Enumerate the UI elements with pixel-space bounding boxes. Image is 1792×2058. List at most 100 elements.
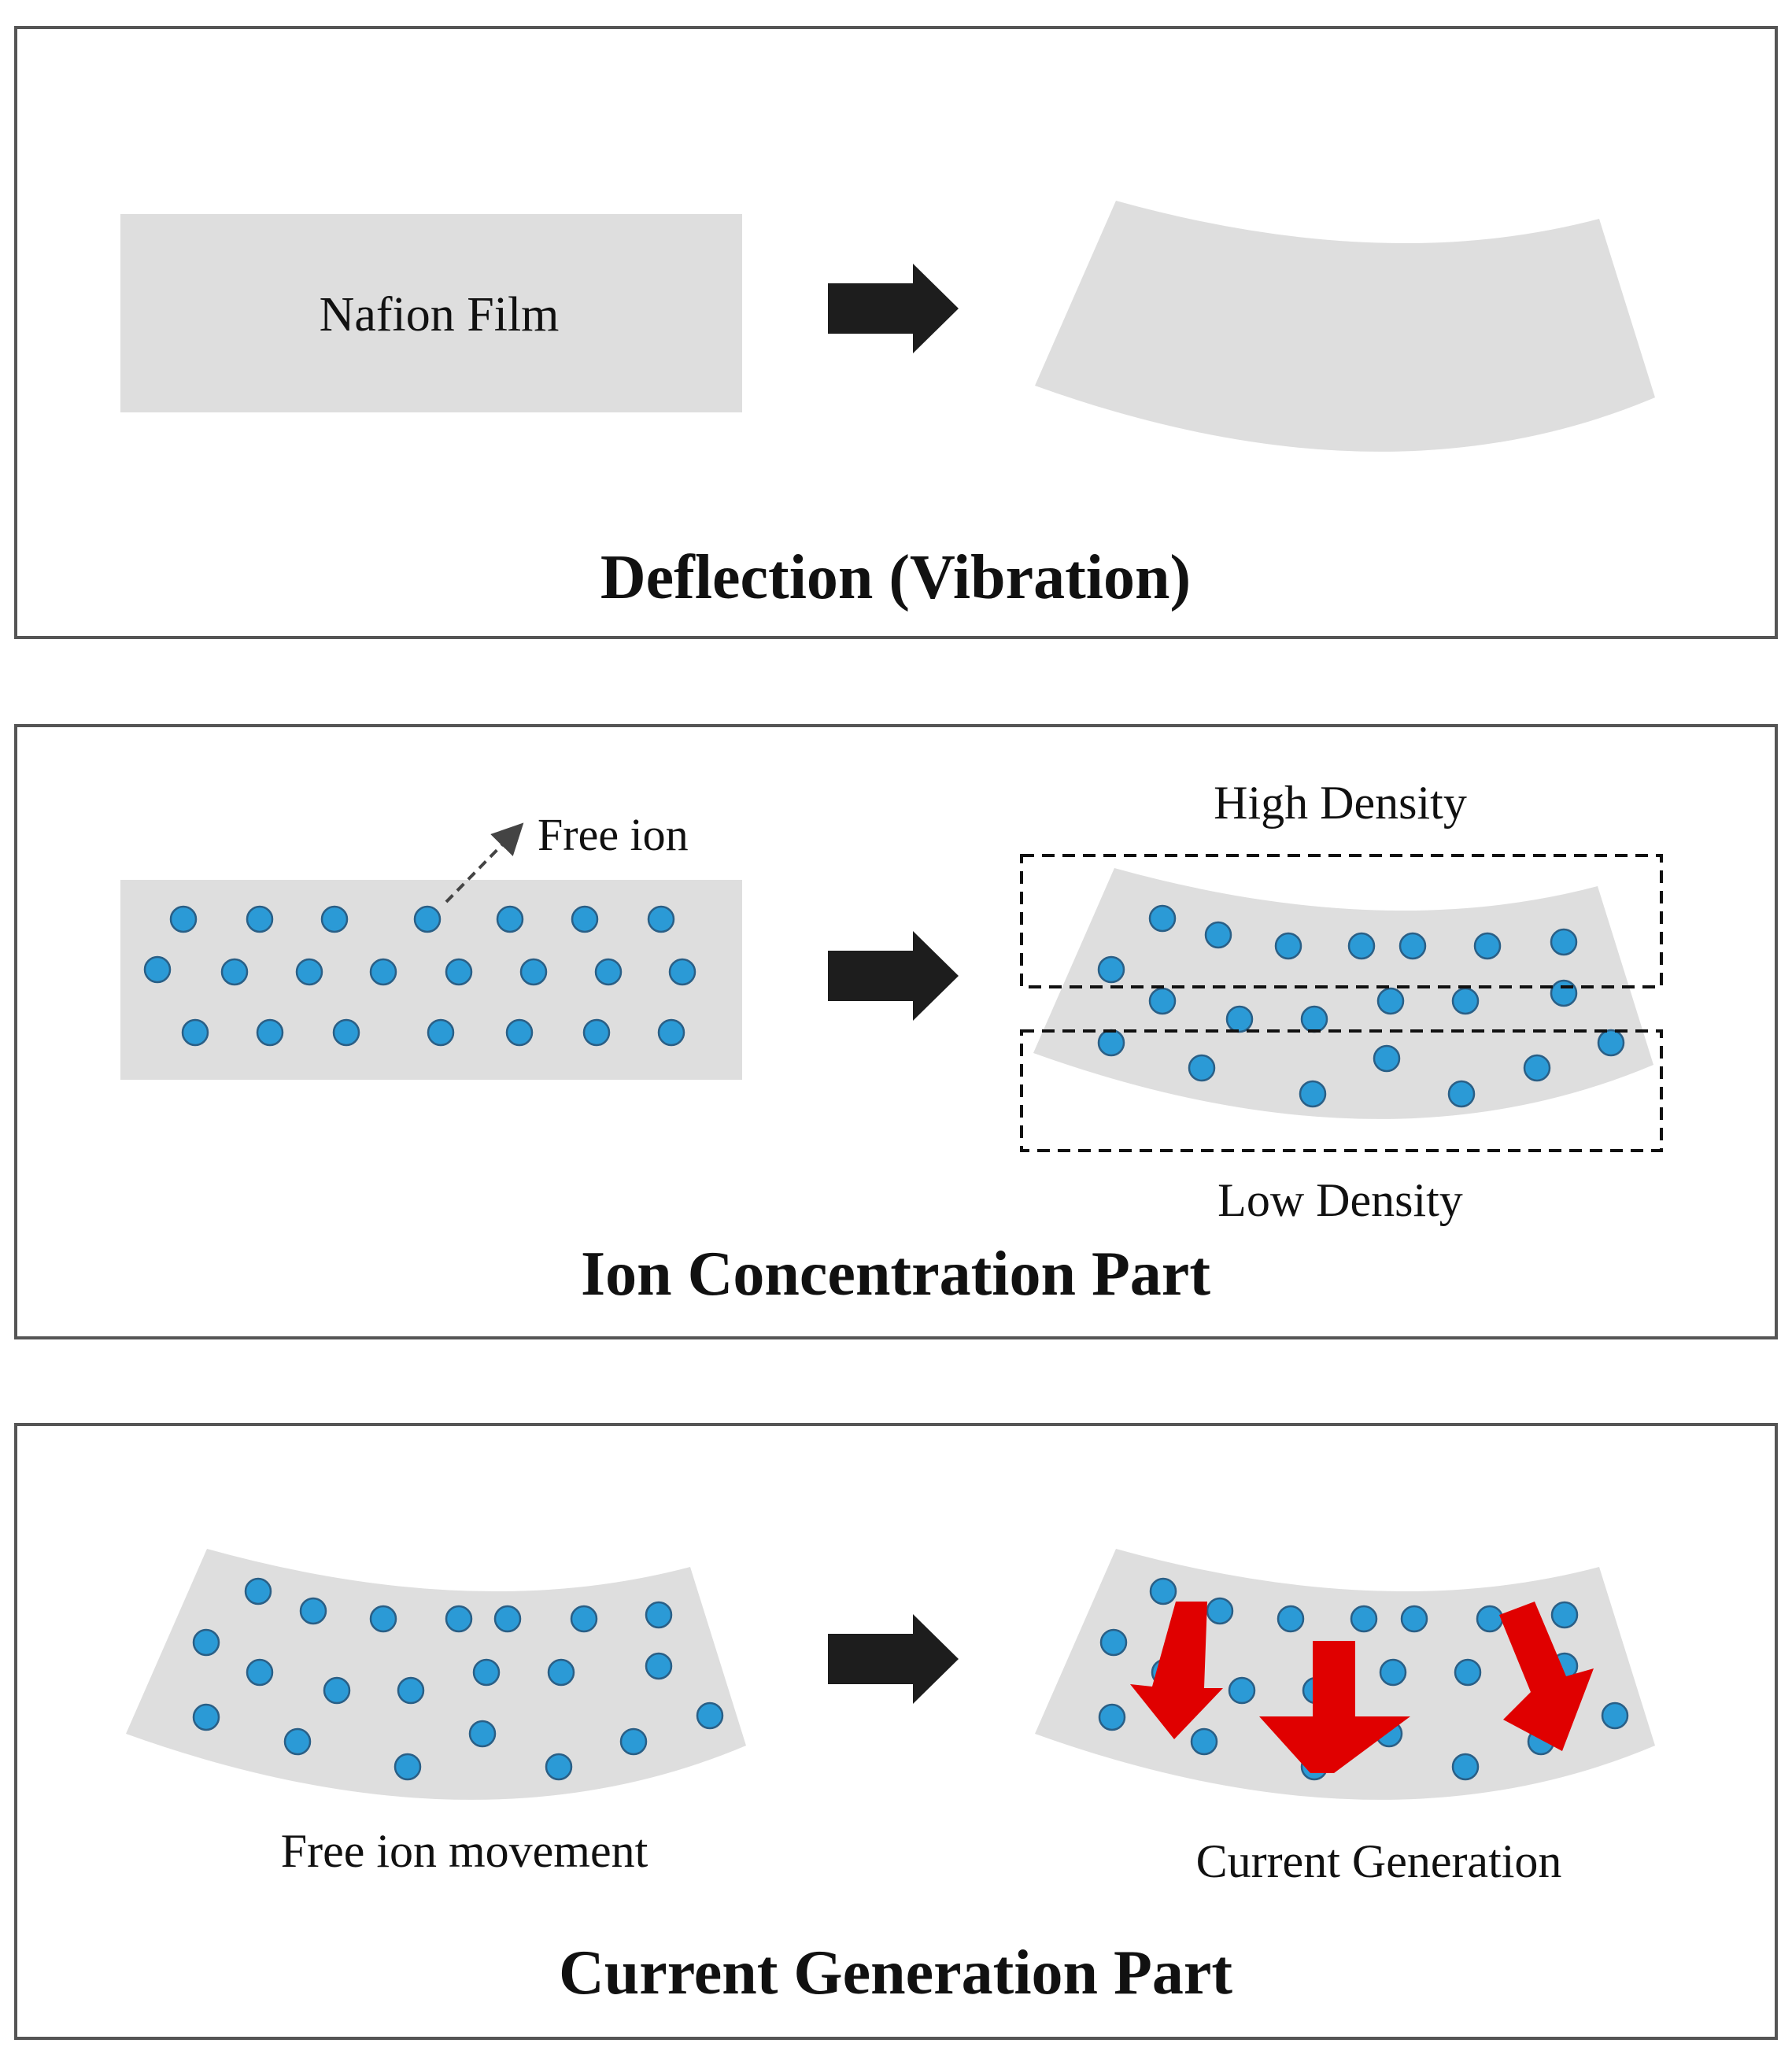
ion-dot	[332, 1018, 360, 1047]
ion-dot	[619, 1727, 648, 1756]
ion-dot	[427, 1018, 455, 1047]
ion-dot	[645, 1652, 673, 1680]
ion-dot	[1188, 1054, 1216, 1082]
ion-dot	[594, 958, 623, 986]
bent-nafion-film	[1033, 868, 1653, 1119]
ion-dot	[1300, 1005, 1328, 1033]
panel-ion-concentration: Free ion High Density Low Density Ion Co…	[14, 724, 1778, 1339]
ion-dot	[1149, 1577, 1177, 1605]
ion-dot	[1400, 1605, 1428, 1633]
ion-dot	[1550, 979, 1578, 1007]
transition-arrow	[828, 264, 959, 353]
ion-dot	[143, 955, 172, 984]
ion-dot	[582, 1018, 611, 1047]
ion-dot	[1376, 987, 1405, 1015]
ion-dot	[1097, 1029, 1125, 1057]
panel-title: Deflection (Vibration)	[600, 543, 1191, 612]
ion-dot	[1373, 1044, 1401, 1073]
ion-dot	[1206, 1597, 1234, 1625]
ion-dot	[295, 958, 323, 986]
ion-dot	[1277, 1605, 1305, 1633]
current-ions	[1098, 1577, 1629, 1781]
ion-dot	[505, 1018, 534, 1047]
current-arrow-right	[1499, 1602, 1594, 1751]
low-density-label: Low Density	[1217, 1174, 1463, 1226]
ion-dot	[1099, 1628, 1128, 1657]
ion-dot	[220, 958, 249, 986]
ion-dot	[468, 1720, 497, 1748]
ion-dot	[1379, 1658, 1407, 1687]
ion-dot	[668, 958, 696, 986]
flat-film-ions	[143, 905, 696, 1047]
ion-dot	[1097, 955, 1125, 984]
current-arrow-left	[1130, 1602, 1223, 1739]
ion-dot	[369, 1605, 397, 1633]
ion-dot	[1476, 1605, 1504, 1633]
ion-dot	[1274, 932, 1302, 960]
panel-title: Ion Concentration Part	[581, 1240, 1210, 1309]
bent-film-ions	[1097, 904, 1625, 1108]
ion-dot	[169, 905, 198, 933]
ion-dot	[1148, 904, 1177, 933]
ion-dot	[181, 1018, 209, 1047]
ion-dot	[244, 1577, 272, 1605]
ion-dot	[413, 905, 442, 933]
ion-dot	[493, 1605, 522, 1633]
current-generation-label: Current Generation	[1196, 1835, 1562, 1887]
ion-dot	[192, 1703, 220, 1731]
panel-deflection: Nafion Film Deflection (Vibration)	[14, 26, 1778, 639]
ion-dot	[1523, 1054, 1551, 1082]
ion-dot	[647, 905, 675, 933]
ion-dot	[369, 958, 397, 986]
ion-dot	[445, 1605, 473, 1633]
ion-dot	[1190, 1727, 1218, 1756]
ion-dot	[519, 958, 548, 986]
ion-dot	[1454, 1658, 1482, 1687]
current-arrow-center	[1259, 1641, 1410, 1773]
moving-ions	[192, 1577, 724, 1781]
ion-dot	[657, 1018, 685, 1047]
ion-dot	[1550, 928, 1578, 956]
ion-dot	[192, 1628, 220, 1657]
panel-current-generation: Free ion movement Current Generation Cur…	[14, 1423, 1778, 2040]
free-ion-pointer	[445, 822, 524, 903]
ion-dot	[1550, 1601, 1579, 1629]
ion-dot	[445, 958, 473, 986]
ion-dot	[1473, 932, 1502, 960]
ion-dot	[323, 1676, 351, 1705]
flat-nafion-film	[120, 214, 742, 412]
ion-dot	[1228, 1676, 1256, 1705]
transition-arrow	[828, 1614, 959, 1704]
ion-dot	[545, 1753, 573, 1781]
free-ion-movement-label: Free ion movement	[281, 1825, 648, 1877]
ion-dot	[645, 1601, 673, 1629]
ion-dot	[299, 1597, 327, 1625]
high-density-box	[1020, 854, 1663, 988]
ion-dot	[1398, 932, 1427, 960]
panel-frame	[14, 26, 1778, 639]
ion-dot	[320, 905, 349, 933]
ion-dot	[256, 1018, 284, 1047]
panel-frame	[14, 1423, 1778, 2040]
ion-dot	[1148, 987, 1177, 1015]
ion-dot	[571, 905, 599, 933]
ion-dot	[1451, 987, 1480, 1015]
panel-frame	[14, 724, 1778, 1339]
ion-dot	[696, 1701, 724, 1730]
panel-title: Current Generation Part	[559, 1938, 1232, 2008]
ion-dot	[570, 1605, 598, 1633]
bent-nafion-film	[1035, 201, 1655, 452]
ion-dot	[394, 1753, 422, 1781]
ion-dot	[397, 1676, 425, 1705]
ion-dot	[246, 1658, 274, 1687]
ion-dot	[1451, 1753, 1480, 1781]
ion-dot	[1225, 1005, 1254, 1033]
free-ion-label: Free ion	[538, 809, 689, 860]
ion-dot	[1601, 1701, 1629, 1730]
ion-dot	[547, 1658, 575, 1687]
ion-dot	[1597, 1029, 1625, 1057]
ion-dot	[246, 905, 274, 933]
transition-arrow	[828, 931, 959, 1021]
ion-dot	[1204, 921, 1232, 949]
